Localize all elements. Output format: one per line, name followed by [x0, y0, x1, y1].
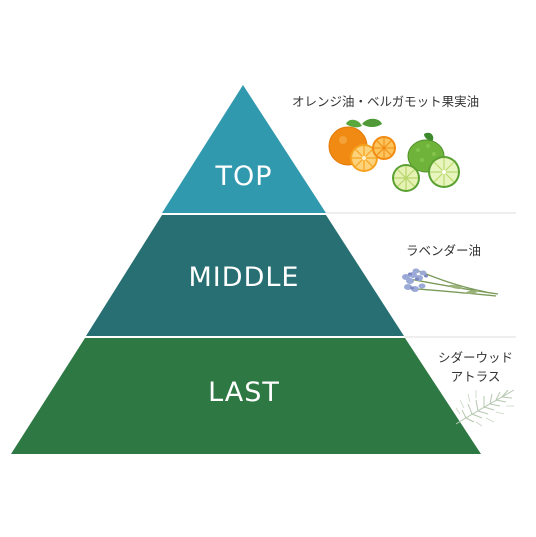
note-last-line1: シダーウッド — [438, 350, 514, 365]
note-last: シダーウッド アトラス — [438, 349, 513, 385]
orange-icon — [328, 118, 396, 172]
lavender-icon — [402, 268, 499, 297]
note-top: オレンジ油・ベルガモット果実油 — [292, 94, 480, 109]
cedar-sprig-icon — [455, 389, 515, 427]
tier-last-label: LAST — [208, 377, 280, 408]
note-last-line2: アトラス — [450, 369, 501, 384]
note-middle: ラベンダー油 — [406, 243, 482, 258]
tier-top-label: TOP — [214, 161, 272, 192]
bergamot-icon — [392, 132, 460, 192]
tier-middle-label: MIDDLE — [189, 262, 300, 293]
tier-last — [11, 338, 481, 454]
tier-top — [162, 85, 326, 213]
tier-middle — [86, 215, 404, 336]
